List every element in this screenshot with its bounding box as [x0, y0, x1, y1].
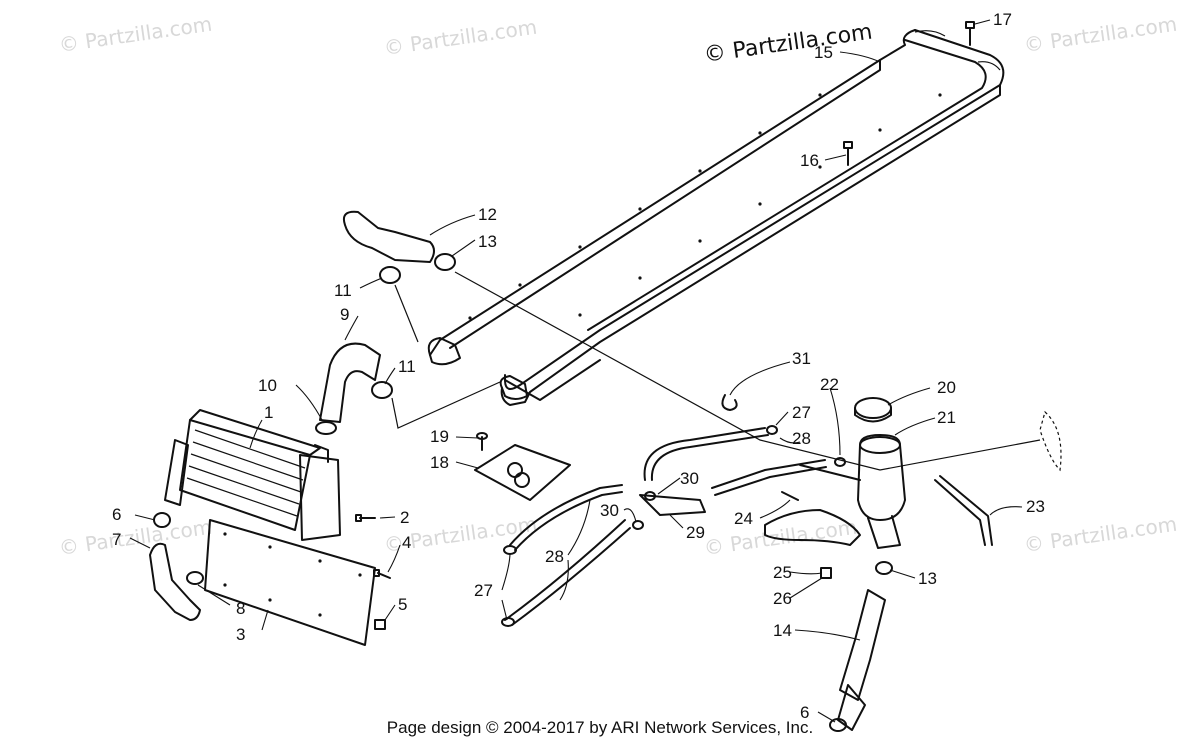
clamp-6-lower	[829, 718, 847, 732]
watermark: © Partzilla.com	[1022, 12, 1178, 57]
fitting-22	[834, 457, 846, 467]
hose-28-right	[711, 459, 827, 496]
callout-3: 3	[236, 625, 245, 644]
screw-17	[965, 21, 975, 46]
hose-9	[319, 342, 381, 423]
callout-29: 29	[686, 523, 705, 542]
hose-route-line	[391, 381, 501, 429]
clamp-13-upper	[434, 253, 456, 271]
leaders	[129, 19, 1023, 723]
callout-27: 27	[792, 403, 811, 422]
callout-6: 6	[112, 505, 121, 524]
coolant-tank-21	[799, 434, 906, 549]
callout-27: 27	[474, 581, 493, 600]
callout-13: 13	[478, 232, 497, 251]
hose-route-line	[394, 284, 419, 343]
callout-2: 2	[400, 508, 409, 527]
hose-28-left	[504, 484, 631, 626]
callout-30: 30	[680, 469, 699, 488]
clamp-8	[186, 571, 204, 585]
hose-12	[342, 210, 435, 263]
callout-21: 21	[937, 408, 956, 427]
clamp-11-upper	[379, 266, 401, 284]
watermark: © Partzilla.com	[57, 515, 213, 560]
callout-8: 8	[236, 599, 245, 618]
callout-25: 25	[773, 563, 792, 582]
nut-5	[374, 619, 386, 630]
callout-18: 18	[430, 453, 449, 472]
callout-4: 4	[402, 533, 411, 552]
watermark: © Partzilla.com	[382, 15, 538, 60]
callout-20: 20	[937, 378, 956, 397]
clamp-11-lower	[371, 381, 393, 399]
screw-16	[843, 141, 853, 166]
callout-26: 26	[773, 589, 792, 608]
callout-12: 12	[478, 205, 497, 224]
callout-30: 30	[600, 501, 619, 520]
screw-19	[476, 432, 488, 451]
clamp-10	[315, 421, 337, 435]
callout-14: 14	[773, 621, 792, 640]
copyright-footer: Page design © 2004-2017 by ARI Network S…	[386, 718, 814, 737]
clamp-30	[632, 491, 656, 530]
screw-2	[355, 514, 376, 522]
heat-exchanger-frame	[427, 29, 1005, 406]
callout-19: 19	[430, 427, 449, 446]
callout-9: 9	[340, 305, 349, 324]
screw-24	[781, 491, 799, 501]
shield-3	[204, 519, 376, 646]
callout-28: 28	[792, 429, 811, 448]
hose-7	[149, 542, 201, 621]
strap-25	[764, 509, 861, 546]
callout-22: 22	[820, 375, 839, 394]
callout-16: 16	[800, 151, 819, 170]
callout-1: 1	[264, 403, 273, 422]
fitting-29	[639, 494, 706, 516]
watermark-main: © Partzilla.com	[702, 20, 874, 68]
callout-31: 31	[792, 349, 811, 368]
cap-20	[854, 397, 892, 423]
watermark: © Partzilla.com	[1022, 512, 1178, 557]
callout-6: 6	[800, 703, 809, 722]
clamp-13-lower	[875, 561, 893, 575]
clip-31	[721, 394, 738, 411]
vent-hose-23	[934, 475, 993, 546]
callout-24: 24	[734, 509, 753, 528]
filter-disc	[1039, 410, 1062, 472]
callout-11: 11	[398, 357, 416, 376]
callout-15: 15	[814, 43, 833, 62]
callout-23: 23	[1026, 497, 1045, 516]
callout-7: 7	[112, 530, 121, 549]
callout-10: 10	[258, 376, 277, 395]
nut-26	[820, 567, 832, 579]
hose-14	[837, 589, 886, 731]
watermark: © Partzilla.com	[57, 12, 213, 57]
hose-28-upper	[643, 427, 769, 481]
callout-28: 28	[545, 547, 564, 566]
callout-11: 11	[334, 281, 352, 300]
callout-5: 5	[398, 595, 407, 614]
callout-17: 17	[993, 10, 1012, 29]
hose-route-line	[454, 271, 1041, 471]
screw-4	[373, 569, 391, 579]
watermark: © Partzilla.com	[702, 515, 858, 560]
callout-13: 13	[918, 569, 937, 588]
radiator-1	[164, 409, 341, 541]
clamp-27-upper	[766, 425, 778, 435]
plate-18	[474, 444, 571, 501]
